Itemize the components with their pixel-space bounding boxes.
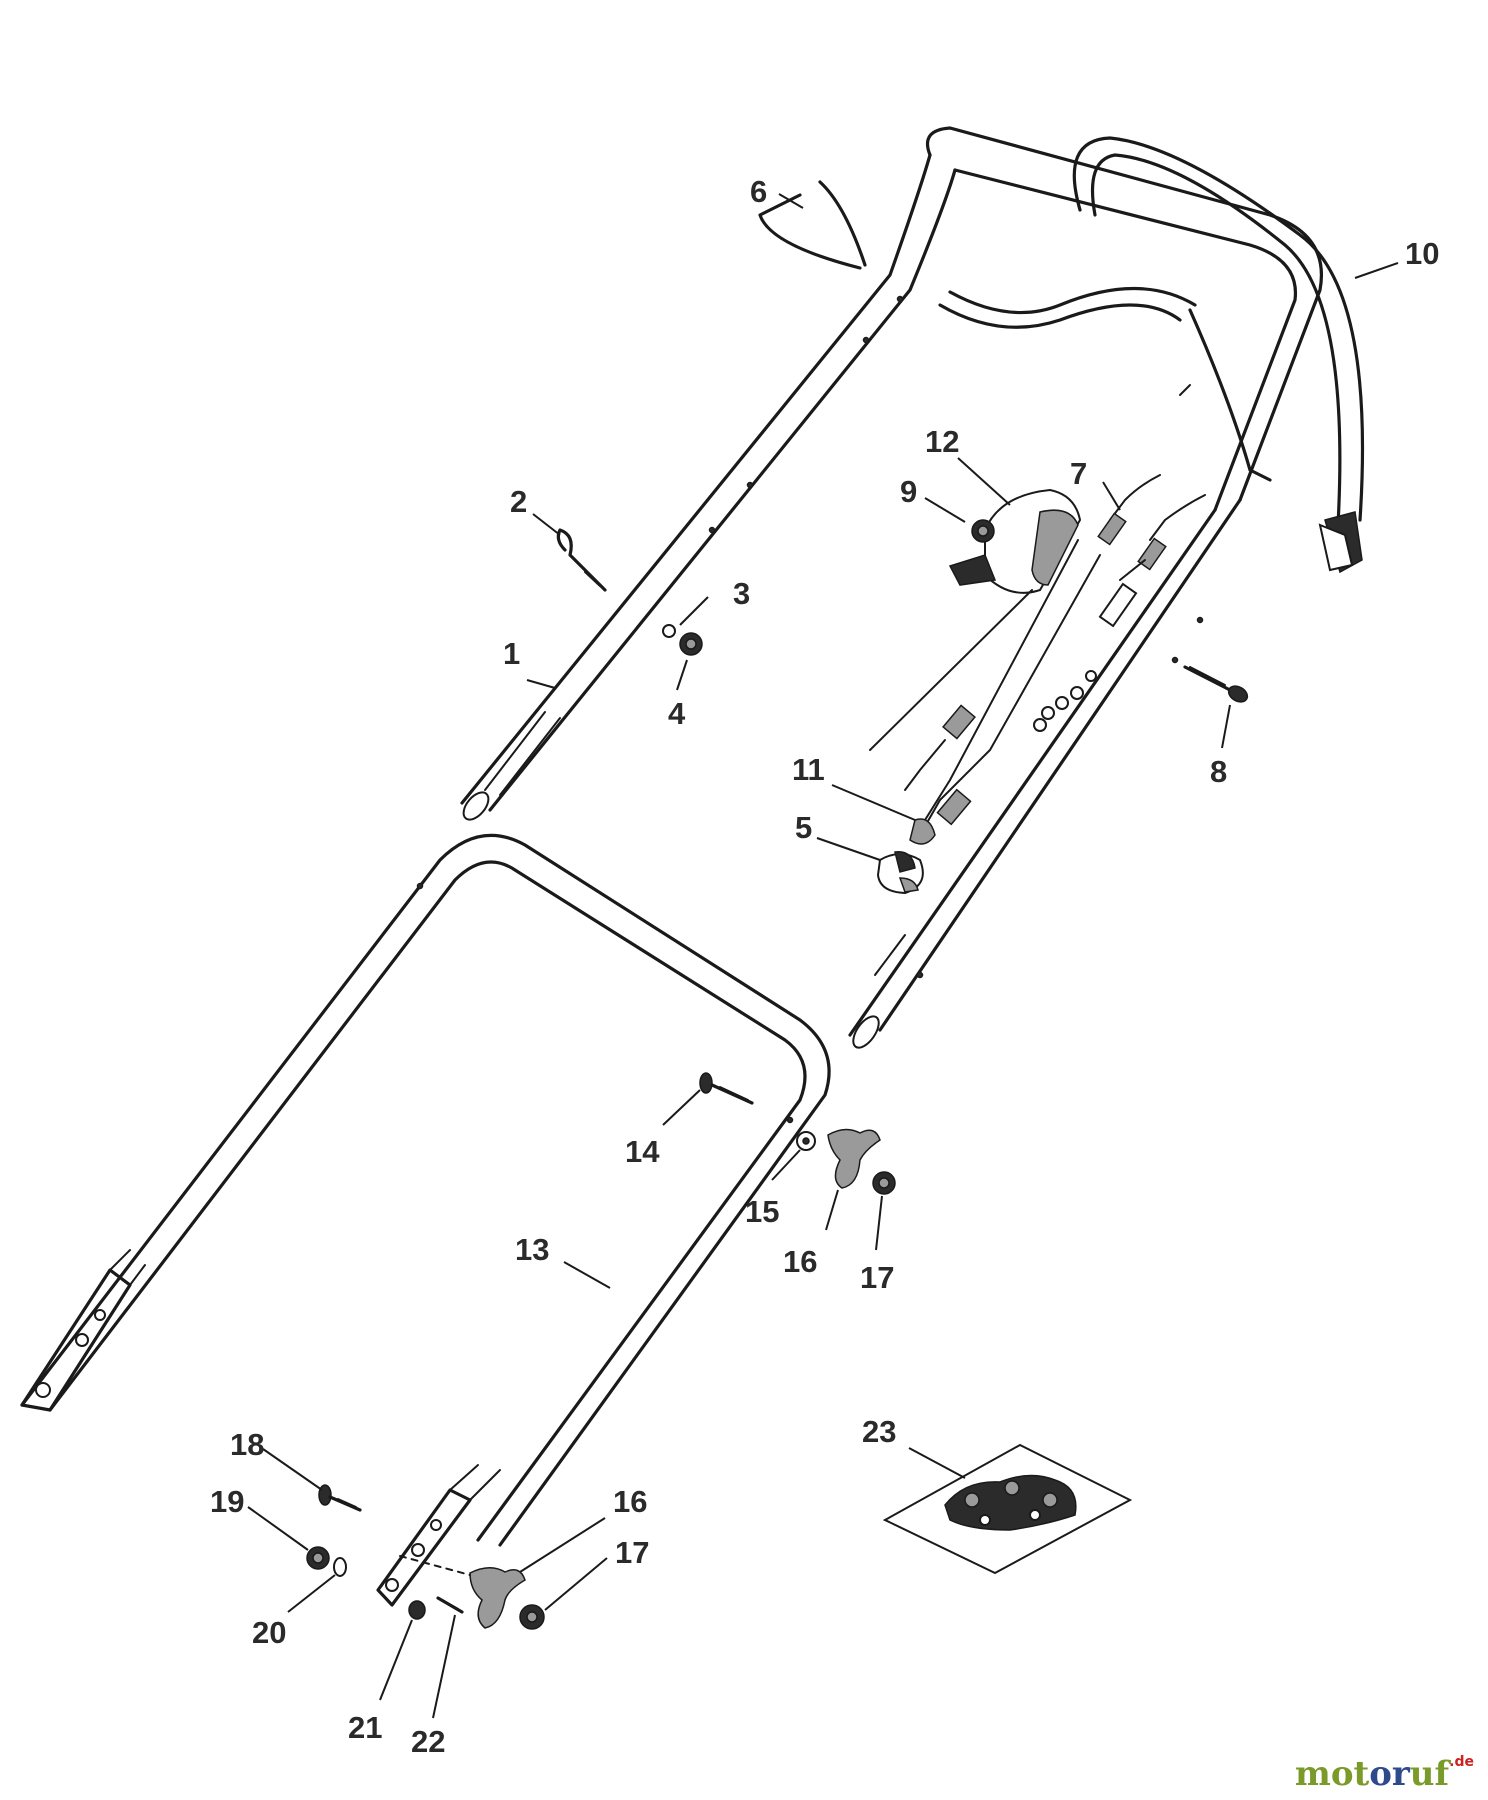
label-part-10: 10 <box>1405 236 1439 271</box>
leader-lines <box>247 193 1399 1719</box>
label-part-19: 19 <box>210 1484 244 1519</box>
label-part-16-upper: 16 <box>783 1244 817 1279</box>
hook-bolt <box>556 528 607 592</box>
label-part-12: 12 <box>925 424 959 459</box>
label-part-21: 21 <box>348 1710 382 1745</box>
upper-handle <box>460 126 1323 1049</box>
label-part-3: 3 <box>733 576 750 611</box>
nut-17-lower <box>519 1604 545 1630</box>
label-part-17-lower: 17 <box>615 1535 649 1570</box>
washer-21 <box>408 1600 426 1620</box>
hardware-bag <box>882 1443 1133 1575</box>
label-part-20: 20 <box>252 1615 286 1650</box>
washer-15 <box>796 1131 816 1151</box>
bail-lever <box>938 136 1365 574</box>
cable-springs <box>1033 474 1206 732</box>
label-part-22: 22 <box>411 1724 445 1759</box>
label-part-18: 18 <box>230 1427 264 1462</box>
nut-9 <box>971 519 995 543</box>
watermark-logo: motoruf.de <box>1295 1754 1474 1794</box>
nut-17-upper <box>872 1171 896 1195</box>
label-part-11: 11 <box>792 752 825 787</box>
label-part-8: 8 <box>1210 754 1227 789</box>
bolt-8 <box>1183 665 1249 703</box>
label-part-14: 14 <box>625 1134 660 1169</box>
screw-22 <box>436 1596 464 1614</box>
watermark-part-3: uf <box>1409 1754 1450 1794</box>
label-part-1: 1 <box>503 636 520 671</box>
nut-4 <box>679 632 703 656</box>
label-part-6: 6 <box>750 174 767 209</box>
label-part-16-lower: 16 <box>613 1484 647 1519</box>
lower-handle <box>20 833 831 1607</box>
washer-3 <box>662 624 676 638</box>
cable-adjuster <box>904 704 976 845</box>
knob-16-upper <box>827 1128 881 1189</box>
watermark-suffix: .de <box>1449 1754 1474 1770</box>
bolt-14 <box>699 1072 754 1105</box>
nut-19 <box>306 1546 330 1570</box>
label-part-4: 4 <box>668 696 686 731</box>
cable-clip <box>876 851 924 895</box>
throttle-control <box>869 488 1101 836</box>
label-part-23: 23 <box>862 1414 896 1449</box>
callout-labels: 1 2 3 4 5 6 7 8 9 10 11 12 13 14 15 16 1… <box>210 174 1439 1759</box>
label-part-7: 7 <box>1070 456 1087 491</box>
washer-20 <box>333 1557 347 1577</box>
bolt-18 <box>318 1484 362 1512</box>
label-part-9: 9 <box>900 474 917 509</box>
knob-16-lower <box>399 1555 526 1629</box>
label-part-13: 13 <box>515 1232 549 1267</box>
label-part-17-upper: 17 <box>860 1260 894 1295</box>
label-part-15: 15 <box>745 1194 779 1229</box>
watermark-part-1: mot <box>1294 1754 1370 1794</box>
label-part-2: 2 <box>510 484 527 519</box>
label-part-5: 5 <box>795 810 812 845</box>
watermark-part-2: or <box>1369 1754 1410 1794</box>
cable-guide <box>758 180 867 270</box>
